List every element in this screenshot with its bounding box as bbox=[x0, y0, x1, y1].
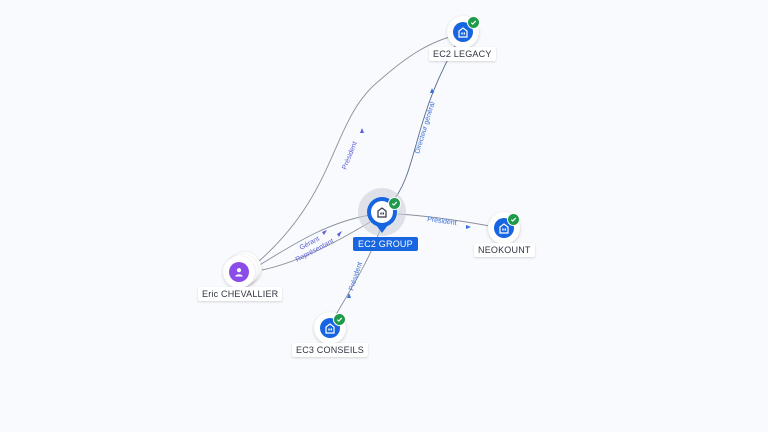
edge-arrow bbox=[337, 231, 342, 237]
verified-check-icon bbox=[507, 213, 520, 226]
edge-arrow bbox=[347, 293, 351, 298]
edge-arrow bbox=[466, 225, 471, 229]
person-icon bbox=[229, 262, 249, 282]
edge-label-president-legacy: Président bbox=[341, 141, 359, 171]
edge-president-legacy bbox=[257, 33, 463, 263]
building-icon bbox=[371, 201, 393, 223]
edge-representant-group bbox=[261, 221, 371, 271]
edge-label-president-neokount: Président bbox=[427, 216, 457, 227]
node-circle[interactable] bbox=[223, 256, 255, 288]
verified-check-icon bbox=[388, 197, 401, 210]
verified-check-icon bbox=[467, 16, 480, 29]
edge-gerant-group bbox=[257, 214, 371, 267]
edge-arrow bbox=[322, 230, 327, 235]
node-label: NEOKOUNT bbox=[474, 243, 535, 257]
node-label: EC2 GROUP bbox=[353, 237, 418, 251]
node-label: EC3 CONSEILS bbox=[292, 343, 368, 357]
pin-tip bbox=[376, 225, 388, 233]
verified-check-icon bbox=[333, 313, 346, 326]
edge-label-president-conseils: Président bbox=[348, 261, 364, 291]
edge-arrow bbox=[360, 128, 364, 133]
edge-arrow bbox=[430, 88, 434, 93]
edge-label-directeur-general: Directeur général bbox=[414, 101, 437, 155]
node-label: EC2 LEGACY bbox=[429, 47, 496, 61]
edge-directeur-legacy bbox=[389, 33, 463, 206]
node-label: Eric CHEVALLIER bbox=[198, 287, 283, 301]
